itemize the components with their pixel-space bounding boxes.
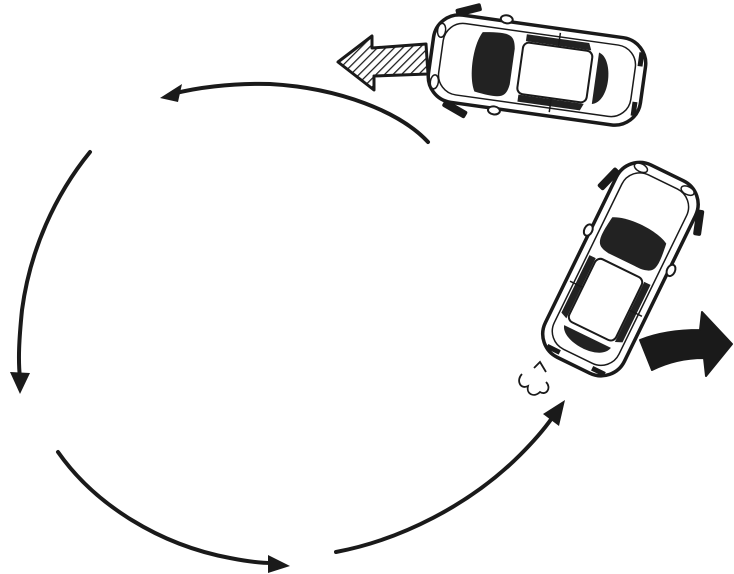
exhaust-puff-icon [519,362,548,395]
car-top [338,0,651,143]
arrowhead-icon [543,400,565,426]
arrowhead-icon [268,555,290,573]
arrowhead-icon [160,84,182,102]
motion-arrow-hatched-icon [338,36,428,90]
motion-arrow-solid-icon [640,312,732,376]
arrowhead-icon [10,372,30,394]
car-right [519,148,732,395]
arc-arrow-right [336,400,565,552]
arc-arrow-left [10,152,90,394]
arc-arrow-bottom [58,452,290,573]
arc-arrow-top [160,84,428,142]
